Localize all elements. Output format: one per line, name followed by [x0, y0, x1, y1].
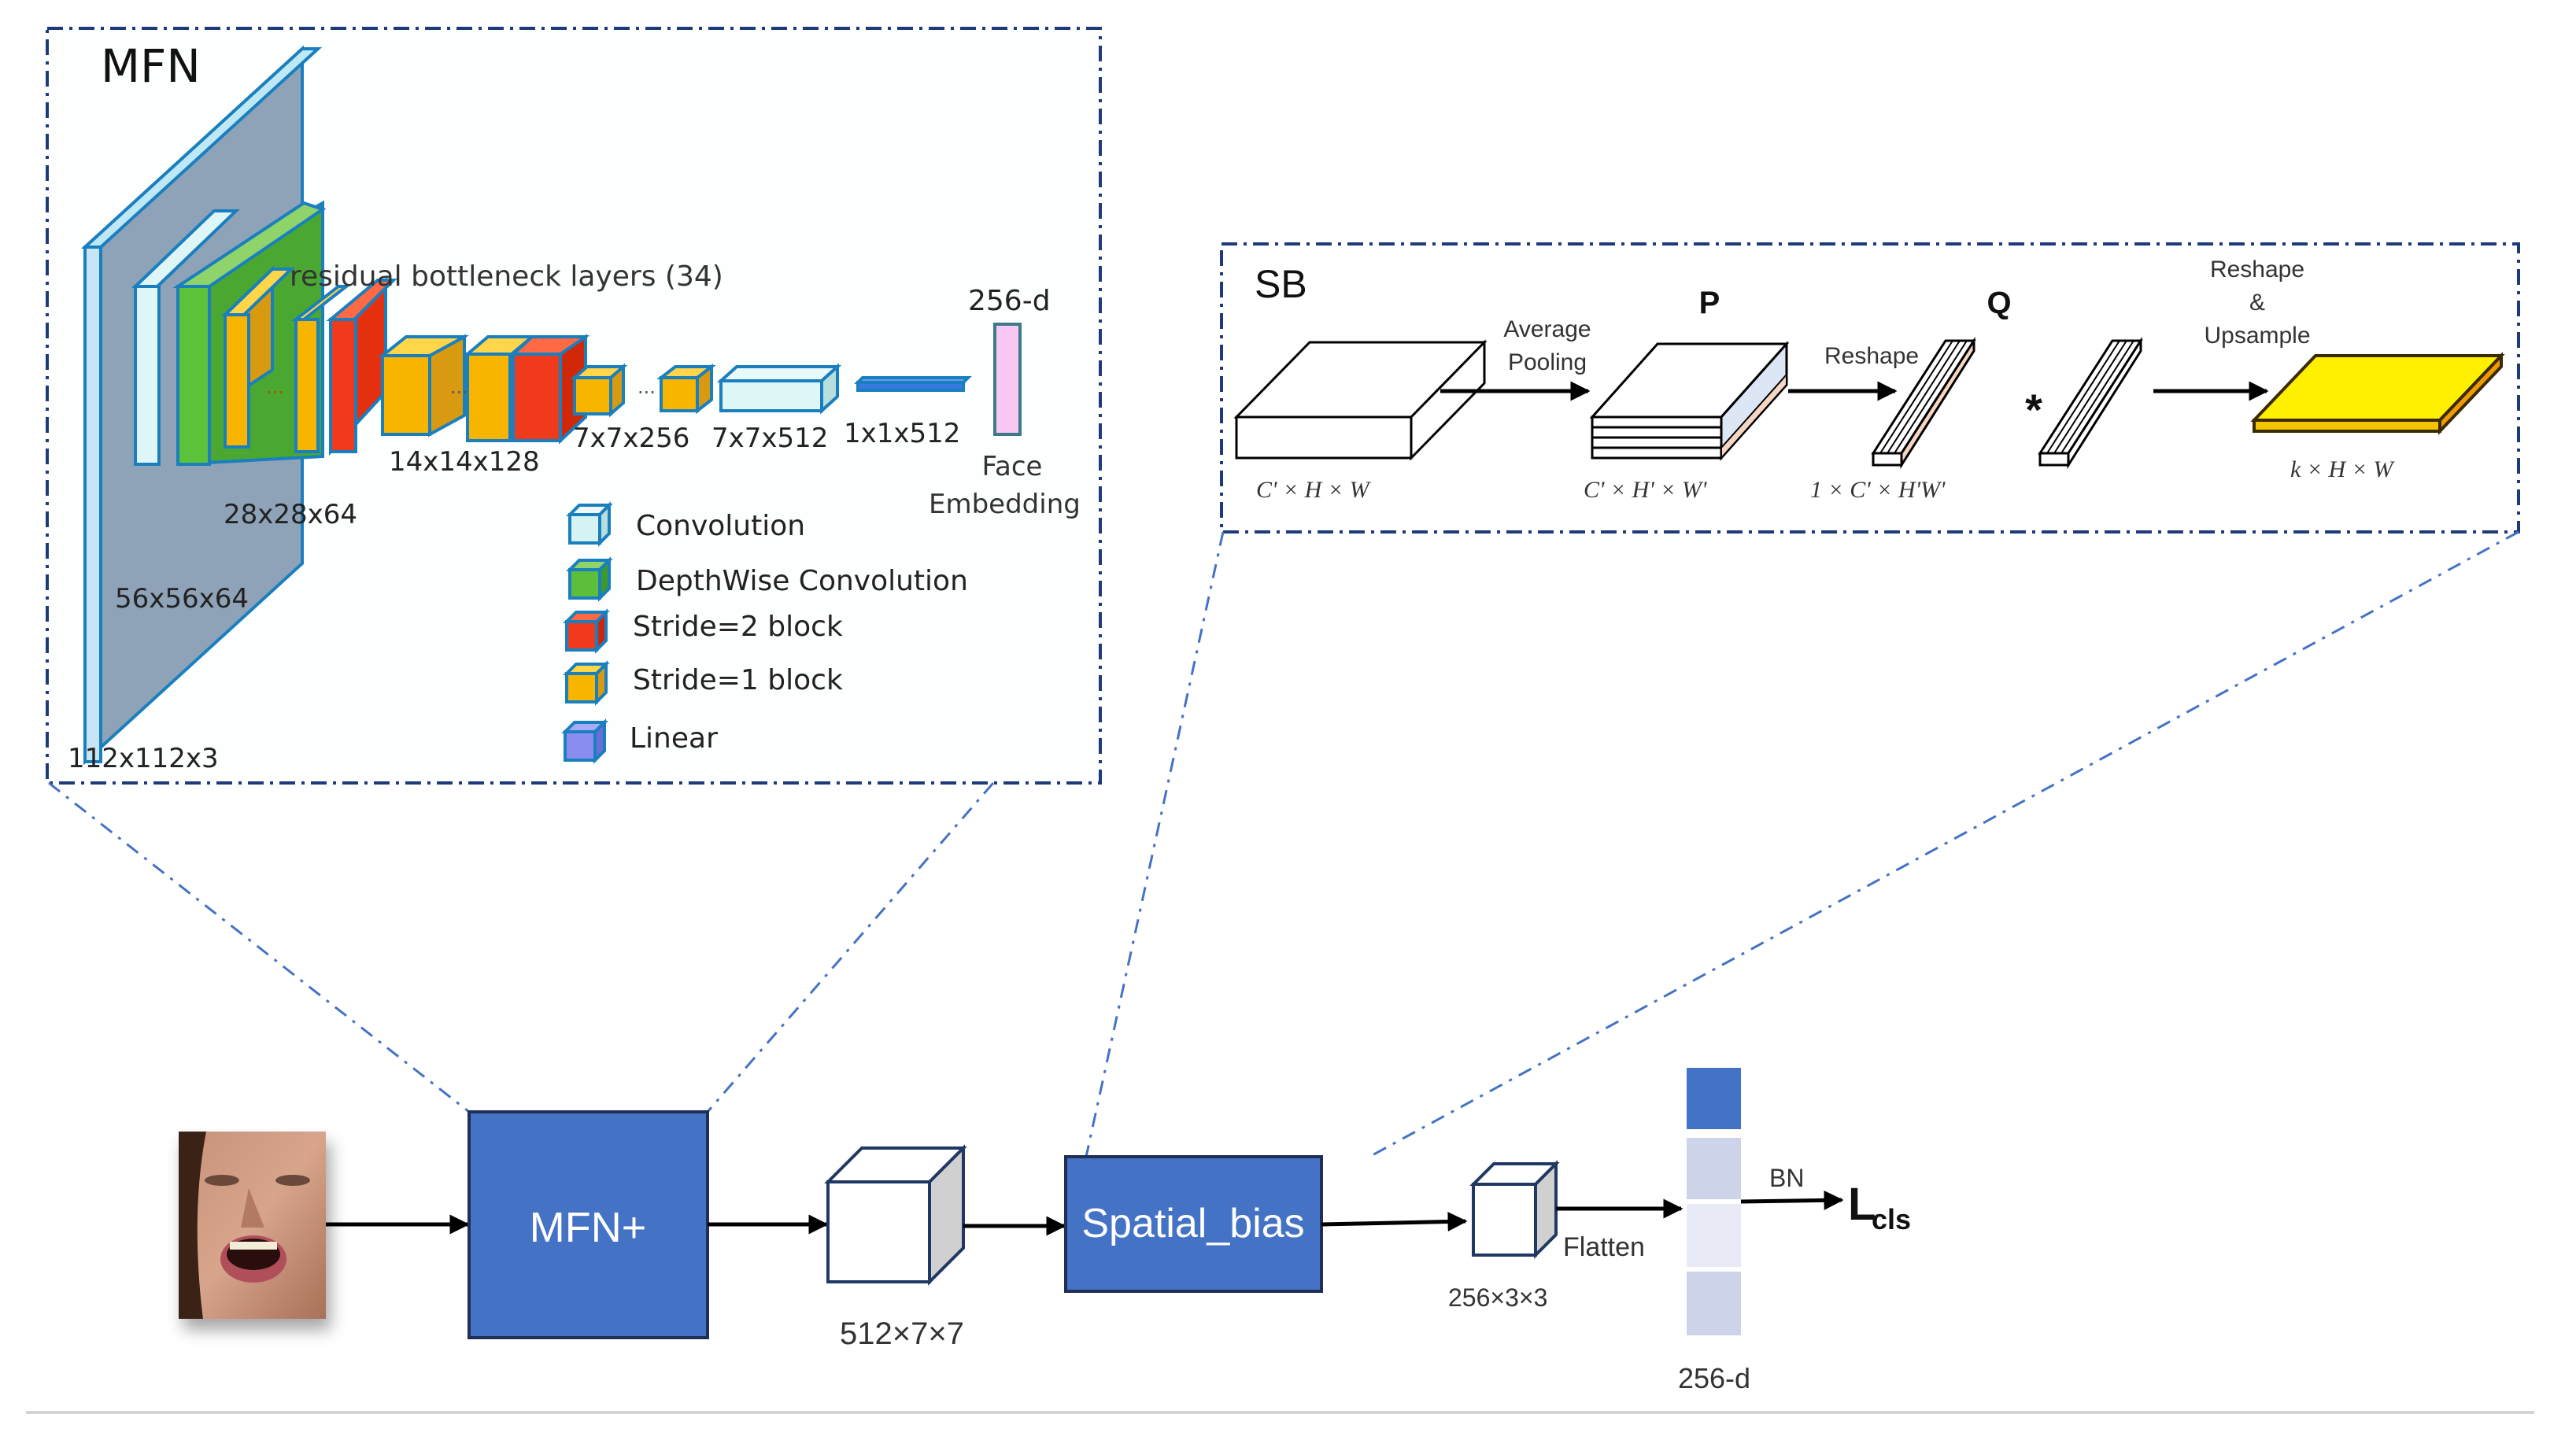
input-face-image — [179, 1132, 326, 1319]
residual-layers-label: residual bottleneck layers (34) — [290, 260, 723, 293]
face-embedding-vector — [993, 323, 1022, 436]
stage3-dim-label: 7x7x256 — [573, 423, 689, 454]
vector-segment — [1687, 1204, 1741, 1267]
p-label: P — [1699, 286, 1720, 320]
input-dim-label: 112x112x3 — [68, 743, 219, 774]
sb-panel: SB C' × H × W Average Pooling P C' × H' … — [1220, 242, 2520, 534]
embedding-vector — [1687, 1068, 1741, 1335]
linear-dim-label: 1x1x512 — [844, 418, 960, 449]
mfn-plus-block[interactable]: MFN+ — [468, 1110, 709, 1339]
reshape-label: Reshape — [1824, 343, 1919, 369]
avg-pool-label-line2: Pooling — [1508, 349, 1587, 375]
legend-label-stride2: Stride=2 block — [633, 611, 843, 643]
linear-block — [854, 376, 972, 392]
legend-item-stride2: Stride=2 block — [563, 608, 843, 654]
bn-label: BN — [1769, 1164, 1804, 1192]
flatten-label: Flatten — [1563, 1232, 1645, 1262]
sb-input-dim: C' × H × W — [1256, 477, 1372, 503]
p-dim: C' × H' × W' — [1584, 477, 1707, 503]
q-label: Q — [1987, 286, 2011, 320]
sb-panel-title: SB — [1255, 262, 1307, 306]
embedding-dim-label: 256-d — [968, 285, 1051, 317]
q-dim: 1 × C' × H'W' — [1810, 477, 1946, 503]
stride1-block-stage1b — [291, 285, 351, 453]
legend-item-linear: Linear — [561, 718, 718, 764]
loss-subscript: cls — [1872, 1203, 1911, 1235]
sb-zoom-connector-left — [1085, 531, 1225, 1158]
multiply-operator: * — [2025, 385, 2042, 434]
legend-cube-icon — [563, 608, 610, 654]
stride1-block-stage3 — [570, 363, 628, 418]
reshape-upsample-line1: Reshape — [2210, 257, 2304, 282]
legend-label-convolution: Convolution — [636, 510, 805, 542]
mfn-zoom-connector-left — [48, 781, 470, 1113]
vector-dim-label: 256-d — [1678, 1362, 1750, 1394]
legend-item-depthwise: DepthWise Convolution — [566, 556, 968, 602]
mfn-panel-border — [46, 27, 1102, 785]
legend-cube-icon — [566, 501, 613, 547]
stride1-block-stage3b — [656, 363, 716, 415]
mfn-zoom-connector-right — [706, 782, 995, 1113]
spatial-bias-block[interactable]: Spatial_bias — [1064, 1155, 1323, 1293]
feature-map-dim: 512×7×7 — [840, 1316, 964, 1351]
stage1-dim-label: 28x28x64 — [224, 499, 357, 530]
mfn-panel: MFN ... — [46, 27, 1102, 785]
q-tensor — [1871, 336, 1976, 470]
embedding-caption-line1: Face — [982, 451, 1043, 482]
bn-arrow — [1740, 1190, 1844, 1210]
sb-zoom-connector-right — [1369, 530, 2519, 1158]
stride1-block-stage2 — [378, 334, 469, 438]
ellipsis-stage2: ... — [450, 376, 468, 398]
conv512-dim-label: 7x7x512 — [711, 423, 828, 454]
mfn-legend: Convolution DepthWise Convolution Stride… — [561, 501, 968, 764]
arrow-sb-to-output — [1321, 1211, 1468, 1231]
ellipsis-stage3: ... — [638, 376, 656, 398]
stride2-block-stage1 — [326, 277, 397, 456]
conv-block-512 — [716, 363, 842, 415]
legend-cube-icon — [566, 556, 613, 602]
reshape-upsample-line2: & — [2249, 290, 2265, 316]
legend-item-stride1: Stride=1 block — [563, 660, 843, 706]
conv-dim-label: 56x56x64 — [115, 583, 249, 615]
feature-map-cube — [824, 1144, 967, 1286]
ellipsis-stage1: ... — [266, 376, 284, 398]
vector-segment — [1687, 1272, 1741, 1335]
p-tensor — [1589, 341, 1790, 461]
p-transposed-tensor — [2038, 336, 2143, 470]
legend-cube-icon — [563, 660, 610, 706]
mfn-panel-title: MFN — [101, 39, 201, 93]
sb-input-tensor — [1233, 339, 1488, 461]
embedding-caption-line2: Embedding — [929, 489, 1081, 520]
legend-item-convolution: Convolution — [566, 501, 805, 547]
legend-label-linear: Linear — [630, 722, 718, 755]
sb-panel-border — [1220, 242, 2520, 534]
legend-label-depthwise: DepthWise Convolution — [636, 565, 968, 597]
conv-slab-56 — [131, 209, 240, 466]
vector-segment — [1687, 1138, 1741, 1199]
sb-output-cube — [1469, 1160, 1560, 1259]
legend-cube-icon — [561, 718, 608, 764]
sb-output-dim: 256×3×3 — [1448, 1283, 1547, 1312]
reshape-upsample-line3: Upsample — [2204, 323, 2310, 349]
spatial-bias-label: Spatial_bias — [1081, 1201, 1304, 1246]
avg-pool-label-line1: Average — [1503, 316, 1591, 342]
stage2-dim-label: 14x14x128 — [389, 446, 540, 478]
sb-output-dim: k × H × W — [2290, 456, 2395, 482]
stride1-block-stage1 — [221, 265, 295, 449]
mfn-plus-label: MFN+ — [530, 1204, 647, 1251]
loss-symbol: L — [1848, 1179, 1876, 1230]
legend-label-stride1: Stride=1 block — [633, 664, 843, 696]
sb-output-map — [2250, 351, 2505, 436]
vector-segment — [1687, 1068, 1741, 1129]
classification-loss: L cls — [1848, 1179, 1911, 1235]
